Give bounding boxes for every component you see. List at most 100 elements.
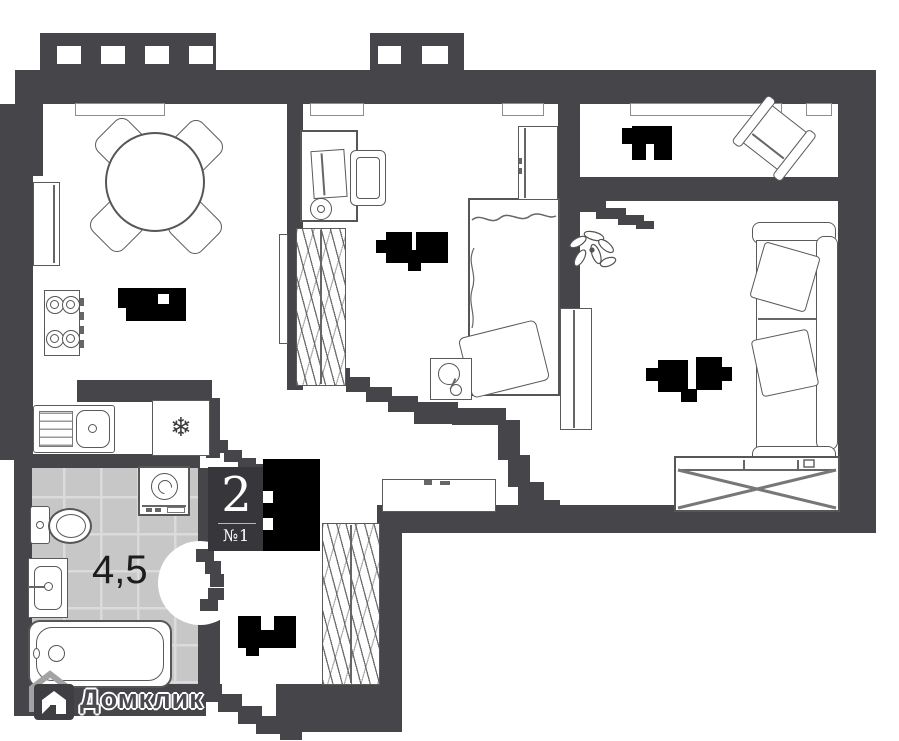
window-balcony-small bbox=[806, 103, 832, 116]
redacted-area-label-living bbox=[681, 389, 697, 402]
window-bedroom-right bbox=[502, 103, 544, 116]
cabinet-handle bbox=[519, 158, 522, 164]
living-shelf-cabinet bbox=[560, 308, 592, 430]
window-balcony bbox=[630, 103, 782, 116]
entrance-door-block bbox=[263, 459, 320, 551]
burner-inner bbox=[66, 300, 75, 309]
door-steps-kitchen bbox=[224, 450, 242, 462]
desk-lamp-inner bbox=[317, 205, 325, 213]
redacted-area-label-bedroom bbox=[408, 262, 421, 271]
cabinet-handle bbox=[519, 168, 522, 174]
redacted-area-label-kitchen bbox=[118, 288, 186, 308]
kitchen-tall-cabinet bbox=[33, 182, 60, 266]
redacted-area-label-kitchen bbox=[126, 304, 186, 321]
badge-divider bbox=[217, 522, 256, 524]
redacted-gap bbox=[158, 294, 169, 304]
wall-opening-panel bbox=[382, 479, 496, 512]
redacted-area-label-hall bbox=[274, 616, 296, 632]
door-steps-bedroom bbox=[346, 377, 370, 392]
burner-inner bbox=[50, 300, 59, 309]
redacted-area-label-living bbox=[658, 360, 688, 392]
stove-knob bbox=[80, 340, 84, 348]
wall-balcony-bottom bbox=[558, 177, 838, 201]
desk-lamp bbox=[310, 198, 332, 220]
door-steps-entrance bbox=[218, 694, 242, 712]
wall-hall-bottom-step bbox=[280, 732, 302, 740]
washing-machine-panel bbox=[142, 505, 186, 507]
wall-bath-left bbox=[14, 460, 32, 716]
monitor-line bbox=[320, 153, 325, 196]
redacted-area-label-balcony bbox=[622, 128, 634, 144]
sofa-seat-divider bbox=[758, 318, 816, 320]
apartment-badge: 2 №1 bbox=[208, 467, 265, 551]
redacted-area-label-bedroom bbox=[386, 250, 448, 263]
opening-mark bbox=[440, 481, 450, 485]
stove-knob bbox=[80, 312, 84, 320]
snowflake-icon: ❄ bbox=[170, 413, 192, 443]
door-steps-balcony bbox=[618, 215, 644, 225]
burner-inner bbox=[50, 334, 59, 343]
faucet bbox=[44, 582, 53, 591]
wall-left-top bbox=[0, 104, 43, 176]
wall-kitchen-counter bbox=[77, 380, 212, 402]
wall-hall-bottom bbox=[276, 684, 402, 732]
sink-drain bbox=[88, 424, 97, 433]
rail-cutout bbox=[378, 46, 401, 64]
domclick-logo bbox=[34, 684, 74, 720]
stove-knob bbox=[80, 326, 84, 334]
desk-chair-seat bbox=[356, 157, 380, 199]
bedroom-cabinet-door-line bbox=[524, 128, 526, 198]
wall-hall-right bbox=[378, 513, 402, 687]
washing-machine-drum bbox=[151, 473, 178, 500]
sofa-backrest bbox=[816, 236, 838, 450]
door-steps-bedroom bbox=[388, 396, 418, 412]
washing-machine-slider bbox=[167, 507, 185, 513]
faucet-stem bbox=[28, 586, 46, 588]
radiator-panel bbox=[279, 234, 288, 344]
wall-right bbox=[838, 70, 876, 533]
door-steps-bedroom bbox=[452, 408, 506, 425]
door-steps-bathroom bbox=[196, 549, 214, 562]
stove-knob bbox=[80, 298, 84, 306]
door-steps-balcony bbox=[636, 221, 654, 229]
sofa-pillow bbox=[750, 328, 820, 398]
redacted-area-label-balcony bbox=[654, 140, 672, 160]
door-steps-entrance bbox=[256, 716, 280, 734]
entrance-door-notch bbox=[263, 518, 273, 530]
redacted-area-label-hall bbox=[238, 616, 261, 632]
door-steps-bathroom bbox=[208, 588, 224, 600]
rooms-count: 2 bbox=[221, 467, 252, 524]
door-steps-bathroom bbox=[200, 599, 218, 611]
door-steps-kitchen bbox=[210, 440, 228, 453]
washing-machine-button bbox=[155, 508, 161, 512]
wall-left-mid bbox=[0, 176, 33, 460]
washing-machine-button bbox=[146, 508, 152, 512]
watermark-brand: Домклик bbox=[80, 684, 204, 714]
fridge: ❄ bbox=[152, 400, 210, 456]
toilet-bowl-inner bbox=[56, 514, 86, 538]
opening-mark bbox=[424, 480, 432, 485]
redacted-area-label-living bbox=[696, 357, 722, 390]
dining-table bbox=[105, 132, 205, 232]
door-steps-kitchen bbox=[238, 458, 256, 469]
door-steps-living bbox=[508, 455, 530, 487]
living-shelf-line bbox=[573, 310, 575, 428]
redacted-area-label-hall bbox=[246, 646, 259, 656]
desk-monitor bbox=[310, 148, 348, 200]
window-kitchen bbox=[75, 103, 165, 116]
entrance-door-notch bbox=[263, 491, 273, 503]
door-steps-bathroom bbox=[210, 574, 224, 587]
plant-icon bbox=[569, 230, 617, 268]
tv-stand bbox=[674, 456, 840, 512]
stove-burner bbox=[62, 330, 80, 348]
stove-burner bbox=[46, 330, 64, 348]
bathroom-sink-basin bbox=[34, 566, 62, 610]
redacted-area-label-bedroom bbox=[376, 240, 388, 253]
sink-drainer bbox=[39, 411, 73, 447]
door-steps-bathroom bbox=[205, 561, 221, 574]
door-steps-bedroom bbox=[414, 402, 458, 424]
rail-cutout bbox=[101, 46, 125, 64]
bathtub-drain bbox=[48, 645, 65, 662]
door-steps-living bbox=[528, 500, 560, 516]
